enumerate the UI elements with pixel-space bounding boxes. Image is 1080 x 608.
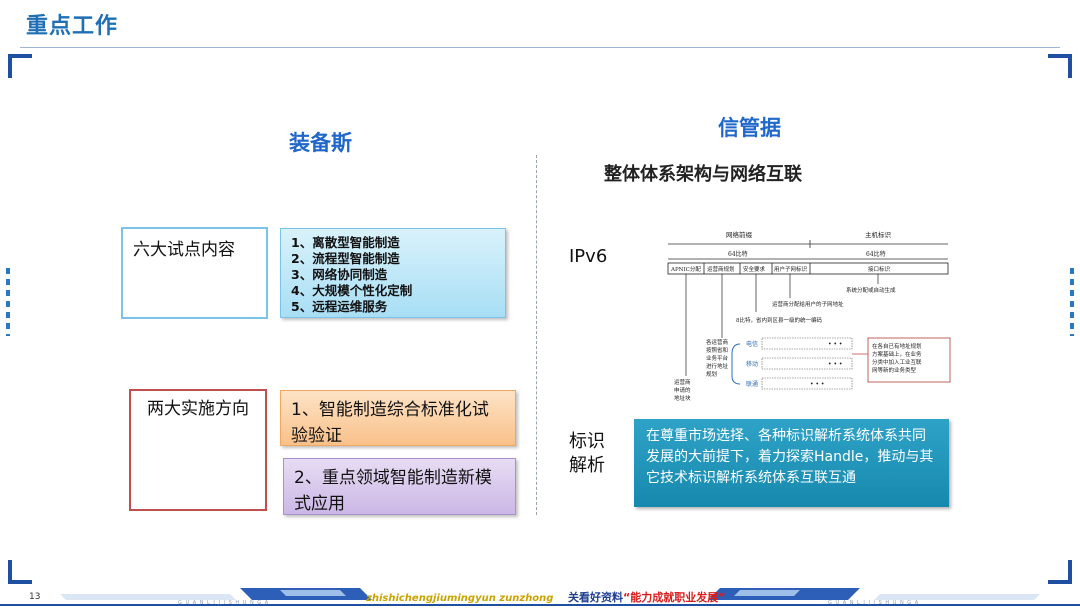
direction-item-1: 1、智能制造综合标准化试验验证 — [280, 390, 516, 446]
svg-text:• • •: • • • — [810, 381, 824, 388]
list-item: 2、流程型智能制造 — [291, 251, 400, 266]
corner-bracket-bottom-left — [8, 560, 32, 584]
direction-item-2: 2、重点领域智能制造新模式应用 — [283, 458, 516, 515]
pilot-content-list: 1、离散型智能制造 2、流程型智能制造 3、网络协同制造 4、大规模个性化定制 … — [280, 228, 506, 318]
footer-pinyin: zhishichengjiumingyun zunzhong — [366, 593, 554, 604]
pilot-content-label: 六大试点内容 — [121, 227, 268, 319]
left-heading: 装备斯 — [289, 131, 352, 155]
header-divider — [20, 47, 1060, 48]
list-item: 5、远程运维服务 — [291, 299, 388, 314]
implementation-direction-label: 两大实施方向 — [129, 389, 267, 511]
center-divider — [536, 155, 537, 515]
corner-bracket-bottom-right — [1048, 560, 1072, 584]
diagram-bits-left: 64比特 — [728, 250, 748, 258]
svg-text:• • •: • • • — [828, 341, 842, 348]
identity-resolution-description: 在尊重市场选择、各种标识解析系统体系共同发展的大前提下，着力探索Handle，推… — [634, 419, 949, 507]
diagram-carrier-unicom: 联通 — [746, 380, 758, 388]
page-number: 13 — [29, 592, 41, 602]
diagram-carrier-mobile: 移动 — [746, 360, 758, 368]
corner-bracket-top-left — [8, 54, 32, 78]
list-item: 3、网络协同制造 — [291, 267, 388, 282]
diagram-carrier-telecom: 电信 — [746, 340, 758, 348]
list-item: 1、离散型智能制造 — [291, 235, 400, 250]
diagram-right-note: 在各自已有地址规划 方案基础上，在业务 分类中加入工业互联 网等新的业务类型 — [872, 342, 923, 374]
right-heading: 信管据 — [718, 116, 781, 140]
svg-text:• • •: • • • — [828, 361, 842, 368]
diagram-cell-operator-plan: 运营商规划 — [707, 265, 735, 273]
diagram-county-code: 8比特，省内到区县一级的统一编码 — [736, 316, 823, 324]
footer-slogan-quote: “能力成就职业发展” — [623, 591, 726, 604]
slide-title: 重点工作 — [26, 14, 119, 39]
diagram-cell-security: 安全要求 — [743, 265, 766, 273]
diagram-cell-interface: 接口标识 — [868, 265, 891, 273]
side-dash-left — [6, 268, 10, 336]
ipv6-address-diagram: 网络前缀 主机标识 64比特 64比特 APNIC分配 运营商规划 安全要求 用… — [667, 230, 951, 402]
footer-slogan-prefix: 关看好资料 — [568, 591, 623, 604]
diagram-operator-block: 运营商 申请的 地址块 — [674, 378, 692, 402]
diagram-auto-gen: 系统分配或自动生成 — [846, 286, 896, 294]
diagram-host-id: 主机标识 — [865, 230, 892, 239]
diagram-cell-apnic: APNIC分配 — [670, 265, 701, 273]
diagram-network-prefix: 网络前缀 — [726, 230, 753, 239]
corner-bracket-top-right — [1048, 54, 1072, 78]
diagram-cell-user-subnet: 用户子网标识 — [774, 265, 808, 273]
identity-resolution-label: 标识解析 — [569, 431, 605, 476]
diagram-operator-note: 各运营商 按照省和 业务平台 进行地址 规划 — [706, 338, 730, 378]
diagram-bits-right: 64比特 — [866, 250, 886, 258]
ipv6-label: IPv6 — [569, 246, 608, 267]
footer-decoration — [0, 588, 1080, 606]
footer-small-left: G U A N L I J I S H U N G A — [178, 600, 270, 606]
list-item: 4、大规模个性化定制 — [291, 283, 413, 298]
diagram-operator-alloc: 运营商分配给用户的子网地址 — [772, 300, 844, 308]
footer-slogan: 关看好资料“能力成就职业发展” — [568, 589, 725, 605]
side-dash-right — [1070, 268, 1074, 336]
footer-small-right: G U A N L I J I S H U N G A — [828, 600, 920, 606]
right-subheading: 整体体系架构与网络互联 — [604, 164, 802, 185]
